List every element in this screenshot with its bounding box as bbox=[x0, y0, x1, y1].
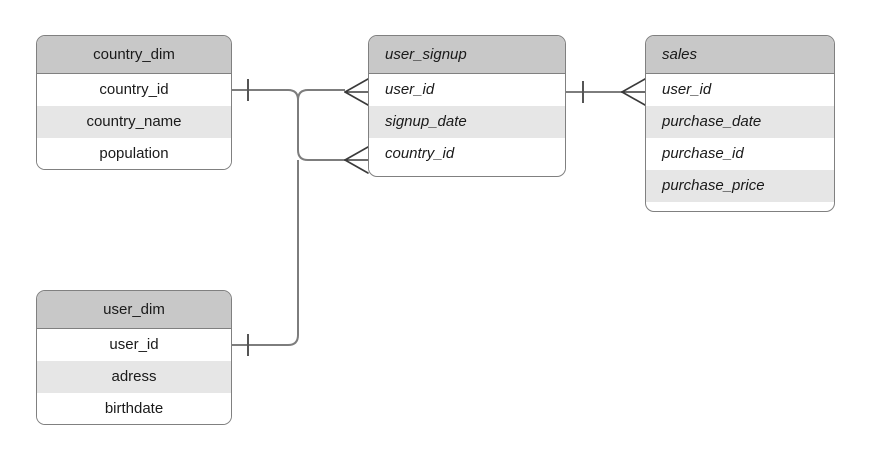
crowsfoot-user-signup-user-id bbox=[344, 78, 369, 106]
field-purchase-id[interactable]: purchase_id bbox=[646, 138, 834, 170]
connector-country-dim-user-signup bbox=[232, 89, 345, 161]
field-country-name[interactable]: country_name bbox=[37, 106, 231, 138]
entity-title-user-dim: user_dim bbox=[37, 291, 231, 329]
field-user-id[interactable]: user_id bbox=[37, 329, 231, 361]
crowsfoot-user-signup-country-id bbox=[344, 146, 369, 174]
entity-sales[interactable]: sales user_id purchase_date purchase_id … bbox=[645, 35, 835, 212]
entity-country-dim[interactable]: country_dim country_id country_name popu… bbox=[36, 35, 232, 170]
entity-user-dim[interactable]: user_dim user_id adress birthdate bbox=[36, 290, 232, 425]
field-adress[interactable]: adress bbox=[37, 361, 231, 393]
connector-user-dim-user-signup bbox=[232, 160, 299, 346]
field-purchase-date[interactable]: purchase_date bbox=[646, 106, 834, 138]
crowsfoot-sales-user-id bbox=[621, 78, 646, 106]
field-population[interactable]: population bbox=[37, 138, 231, 169]
entity-title-user-signup: user_signup bbox=[369, 36, 565, 74]
field-purchase-price[interactable]: purchase_price bbox=[646, 170, 834, 202]
field-birthdate[interactable]: birthdate bbox=[37, 393, 231, 424]
field-signup-date[interactable]: signup_date bbox=[369, 106, 565, 138]
entity-title-sales: sales bbox=[646, 36, 834, 74]
entity-user-signup[interactable]: user_signup user_id signup_date country_… bbox=[368, 35, 566, 177]
field-user-id[interactable]: user_id bbox=[369, 74, 565, 106]
entity-title-country-dim: country_dim bbox=[37, 36, 231, 74]
connector-country-dim-user-signup-branch bbox=[297, 89, 345, 101]
field-country-id[interactable]: country_id bbox=[369, 138, 565, 170]
field-user-id[interactable]: user_id bbox=[646, 74, 834, 106]
field-country-id[interactable]: country_id bbox=[37, 74, 231, 106]
